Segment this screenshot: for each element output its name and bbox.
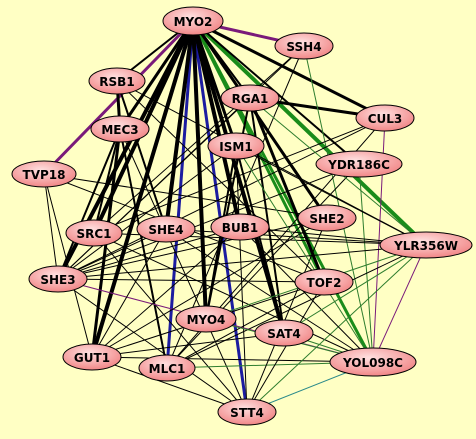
edge-myo2-mec3	[118, 19, 195, 131]
edge-src1-yol098c	[93, 232, 374, 363]
node-ellipse[interactable]	[274, 32, 334, 60]
node-ellipse[interactable]	[315, 150, 403, 178]
edge-she2-gut1	[91, 217, 328, 358]
edge-mec3-she3	[57, 128, 121, 280]
node-ellipse[interactable]	[254, 319, 314, 347]
node-mec3[interactable]: MEC3	[90, 115, 150, 143]
edge-ydr186c-yol098c	[358, 163, 374, 363]
node-ellipse[interactable]	[136, 215, 196, 243]
edge-cul3-she3	[57, 117, 386, 280]
node-cul3[interactable]: CUL3	[355, 104, 415, 132]
edge-ssh4-src1	[93, 45, 305, 234]
edge-stt4-ylr356w	[246, 244, 427, 413]
node-rga1[interactable]: RGA1	[220, 84, 280, 112]
edge-mec3-stt4	[119, 128, 248, 413]
node-yol098c[interactable]: YOL098C	[329, 347, 417, 377]
edge-ydr186c-mlc1	[166, 163, 360, 369]
edge-she3-stt4	[57, 278, 248, 413]
edge-ssh4-yol098c	[303, 45, 374, 363]
edge-she2-she3	[57, 217, 328, 280]
edge-ylr356w-yol098c	[372, 244, 427, 363]
edge-mec3-src1	[93, 128, 121, 234]
edge-rsb1-tof2	[116, 80, 325, 283]
node-ydr186c[interactable]: YDR186C	[315, 150, 403, 178]
edge-myo2-ylr356w	[191, 19, 428, 247]
node-ellipse[interactable]	[207, 132, 265, 160]
edge-ism1-ylr356w	[235, 145, 427, 246]
edge-stt4-she2	[246, 217, 328, 413]
node-ssh4[interactable]: SSH4	[274, 32, 334, 60]
node-gut1[interactable]: GUT1	[62, 343, 122, 371]
node-ellipse[interactable]	[138, 354, 196, 382]
edge-rga1-she3	[57, 97, 251, 280]
node-tof2[interactable]: TOF2	[294, 268, 354, 296]
node-mlc1[interactable]: MLC1	[138, 354, 196, 382]
edge-she4-yol098c	[165, 228, 374, 363]
node-ellipse[interactable]	[329, 347, 417, 377]
node-myo4[interactable]: MYO4	[175, 305, 237, 333]
edge-gut1-yol098c	[91, 356, 374, 363]
node-she3[interactable]: SHE3	[28, 265, 88, 293]
edge-mlc1-ylr356w	[166, 244, 427, 369]
node-ellipse[interactable]	[210, 213, 270, 241]
edge-bub1-gut1	[91, 226, 241, 358]
edge-myo2-stt4	[191, 19, 249, 414]
edge-tof2-mlc1	[166, 281, 325, 369]
node-ellipse[interactable]	[355, 104, 415, 132]
node-ellipse[interactable]	[11, 160, 77, 188]
node-ellipse[interactable]	[90, 115, 150, 143]
node-ellipse[interactable]	[175, 305, 237, 333]
edge-tvp18-she3	[43, 173, 59, 280]
node-she4[interactable]: SHE4	[136, 215, 196, 243]
edge-tvp18-gut1	[43, 173, 93, 358]
edge-rga1-tof2	[248, 96, 326, 284]
node-ellipse[interactable]	[297, 204, 357, 232]
edge-src1-stt4	[93, 232, 248, 413]
edge-myo2-ism1	[191, 19, 238, 148]
edge-stt4-tof2	[246, 281, 325, 413]
node-ellipse[interactable]	[62, 343, 122, 371]
node-ellipse[interactable]	[65, 219, 123, 247]
edge-myo2-cul3	[191, 19, 387, 120]
node-sat4[interactable]: SAT4	[254, 319, 314, 347]
node-bub1[interactable]: BUB1	[210, 213, 270, 241]
node-ism1[interactable]: ISM1	[207, 132, 265, 160]
node-ellipse[interactable]	[162, 6, 224, 36]
node-src1[interactable]: SRC1	[65, 219, 123, 247]
edge-cul3-src1	[93, 117, 386, 234]
edge-she4-gut1	[91, 228, 167, 358]
node-ellipse[interactable]	[217, 398, 277, 426]
edge-bub1-yol098c	[239, 226, 374, 363]
edge-myo2-myo4	[191, 19, 208, 321]
edge-ylr356w-she3	[57, 244, 427, 280]
edge-sat4-ylr356w	[283, 244, 427, 334]
node-ellipse[interactable]	[88, 67, 146, 95]
edge-gut1-stt4	[91, 356, 248, 413]
node-myo2[interactable]: MYO2	[162, 6, 224, 36]
node-stt4[interactable]: STT4	[217, 398, 277, 426]
edge-bub1-she3	[57, 226, 241, 280]
node-ellipse[interactable]	[379, 231, 473, 259]
node-she2[interactable]: SHE2	[297, 204, 357, 232]
edge-gut1-sat4	[91, 332, 285, 358]
edge-ism1-yol098c	[235, 145, 374, 363]
node-ellipse[interactable]	[220, 84, 280, 112]
node-rsb1[interactable]: RSB1	[88, 67, 146, 95]
node-ylr356w[interactable]: YLR356W	[379, 231, 473, 259]
node-ellipse[interactable]	[294, 268, 354, 296]
edge-mec3-mlc1	[119, 128, 168, 369]
node-tvp18[interactable]: TVP18	[11, 160, 77, 188]
node-ellipse[interactable]	[28, 265, 88, 293]
edge-she3-tof2	[57, 278, 325, 283]
edge-tvp18-she2	[43, 173, 328, 219]
